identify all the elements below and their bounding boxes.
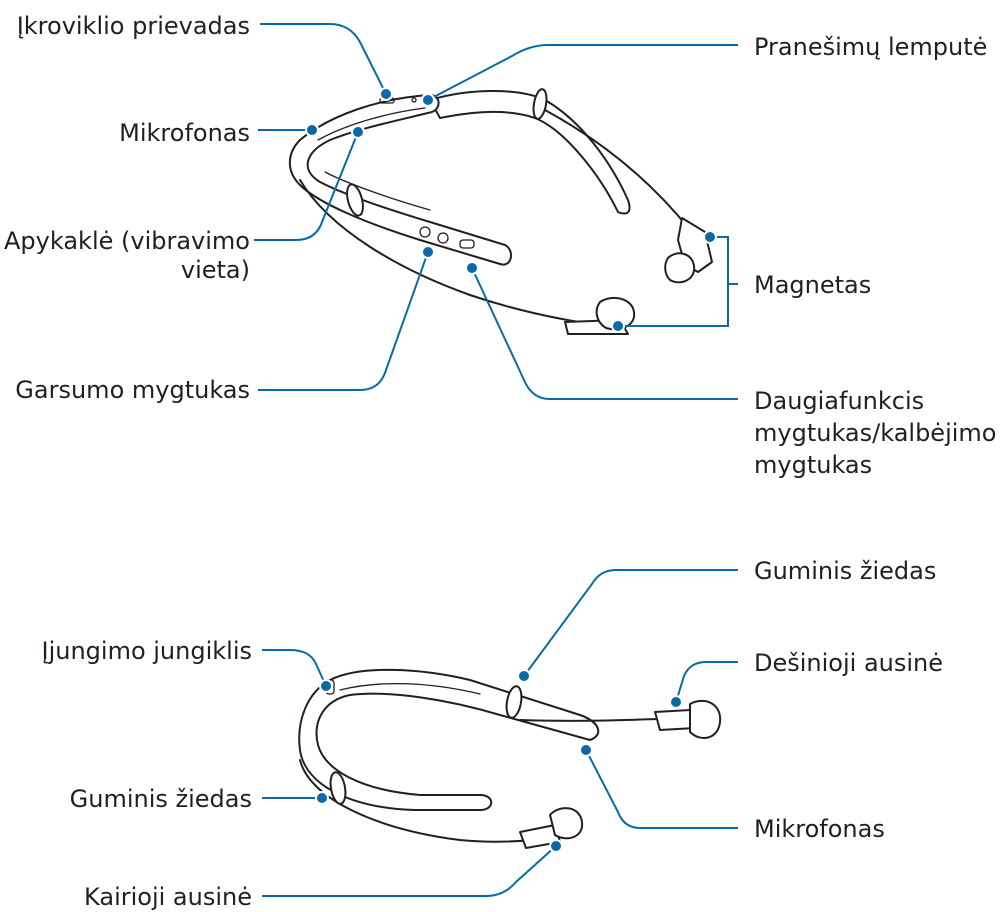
- leader-dot-left-earbud: [550, 840, 562, 852]
- leader-dot-volume-button: [422, 246, 434, 258]
- leader-right-earbud: [676, 662, 738, 702]
- part-labels: Įkroviklio prievadas Mikrofonas Apykaklė…: [4, 12, 996, 911]
- label-microphone-bottom: Mikrofonas: [754, 815, 885, 843]
- headset-side-view-illustration: [299, 670, 720, 848]
- label-multi-button-line2: mygtukas/kalbėjimo: [754, 419, 996, 447]
- leader-rubber-ring-top: [524, 570, 738, 676]
- leader-dot-right-earbud: [670, 696, 682, 708]
- headset-top-view-illustration: [290, 88, 712, 334]
- label-charging-port: Įkroviklio prievadas: [17, 12, 250, 40]
- label-right-earbud: Dešinioji ausinė: [754, 649, 943, 677]
- label-volume-button: Garsumo mygtukas: [15, 376, 250, 404]
- leader-dot-notification-light: [422, 94, 434, 106]
- leader-dot-magnet-left: [612, 320, 624, 332]
- leader-dot-rubber-ring-left: [316, 792, 328, 804]
- leader-dot-power-switch: [320, 680, 332, 692]
- label-notification-light: Pranešimų lemputė: [754, 33, 987, 61]
- leader-microphone-bottom: [586, 750, 738, 828]
- leader-dot-collar: [352, 126, 364, 138]
- leader-power-switch: [262, 650, 326, 686]
- leader-dot-microphone-bottom: [580, 744, 592, 756]
- label-power-switch: Įjungimo jungiklis: [42, 637, 253, 665]
- label-left-earbud: Kairioji ausinė: [84, 883, 252, 911]
- leader-volume-button: [258, 252, 428, 390]
- label-microphone-top: Mikrofonas: [119, 119, 250, 147]
- leader-charging-port: [260, 24, 386, 94]
- leader-dot-microphone-top: [306, 124, 318, 136]
- label-rubber-ring-left: Guminis žiedas: [70, 785, 252, 813]
- label-multi-button-line3: mygtukas: [754, 451, 872, 479]
- label-collar-line1: Apykaklė (vibravimo: [4, 227, 250, 255]
- leader-dot-rubber-ring-top: [518, 670, 530, 682]
- label-rubber-ring-top: Guminis žiedas: [754, 557, 936, 585]
- leader-left-earbud: [262, 846, 556, 896]
- label-multi-button-line1: Daugiafunkcis: [754, 387, 924, 415]
- label-collar-line2: vieta): [181, 256, 250, 284]
- leader-dot-magnet-right: [704, 231, 716, 243]
- label-magnet: Magnetas: [754, 271, 871, 299]
- leader-dot-multi-button: [466, 262, 478, 274]
- leader-dot-charging-port: [380, 88, 392, 100]
